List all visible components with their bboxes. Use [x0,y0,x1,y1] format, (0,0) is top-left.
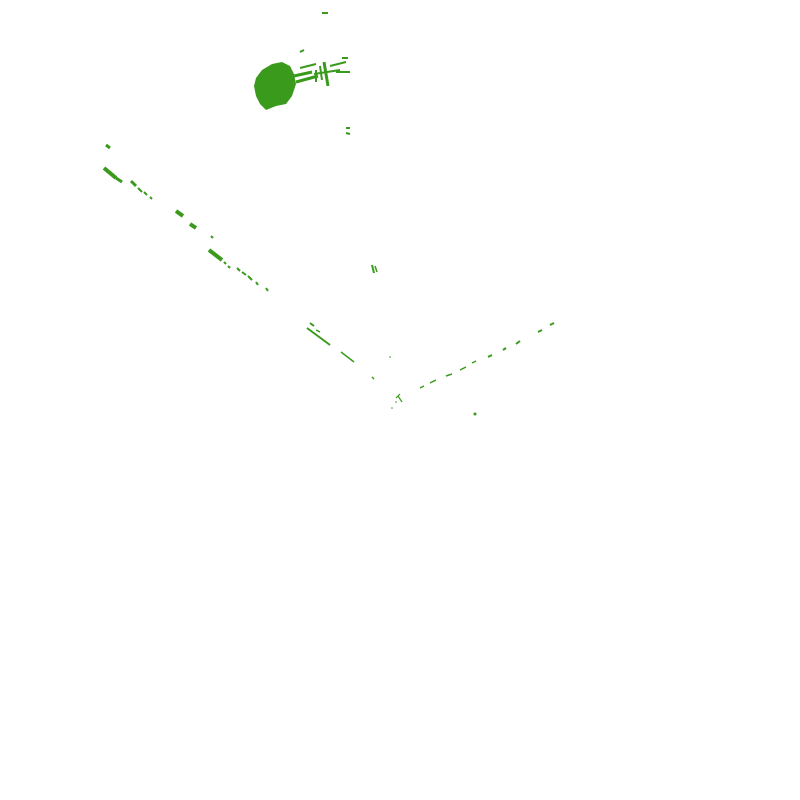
point-segment [137,187,143,193]
point-segment [207,248,224,262]
point-segment [227,265,231,269]
point-segment [397,395,403,403]
scattered-points [371,264,477,416]
point-segment [445,373,453,377]
point-segment [315,329,321,333]
point-segment [247,275,253,281]
canopy-strip [329,61,347,67]
point-segment [515,340,521,345]
point-segment [371,376,375,380]
point-segment [149,196,153,200]
canopy-strip [295,74,319,84]
canopy-strip [293,70,313,78]
canopy-strip [257,68,289,84]
point-segment [105,143,111,150]
point [395,401,397,403]
point-segment [188,222,198,230]
point-segment [115,176,123,184]
canopy-strip [322,61,330,87]
point-segment [471,360,477,364]
point-segment [371,264,375,274]
point-segment [459,366,467,371]
point-segment [210,235,214,239]
point-segment [265,287,269,292]
point-segment [429,379,437,384]
point-segment [537,329,543,333]
point-segment [129,179,138,188]
point-segment [487,354,493,358]
canopy-strip [313,69,341,75]
point-segment [306,327,331,346]
tree-canopy-cluster [254,12,351,135]
point-segment [549,322,555,326]
point-segment [340,351,355,363]
point-segment [223,261,227,265]
point [473,412,477,416]
canopy-strip [299,63,317,69]
right-scan-line [419,322,555,389]
point [389,356,391,358]
diagonal-scan-line [102,143,375,380]
point-segment [502,347,507,351]
canopy-strip [261,88,291,102]
point-segment [174,209,185,218]
point-segment [236,267,241,272]
canopy-strip [299,49,305,53]
point-segment [309,322,315,327]
point-segment [241,271,247,276]
point-segment [255,281,259,286]
point [391,407,393,409]
point-segment [143,191,148,196]
canopy-strip [259,78,293,94]
point-segment [102,166,118,180]
point-segment [419,385,425,389]
canopy-strip [345,132,351,135]
point-segment [374,265,378,273]
